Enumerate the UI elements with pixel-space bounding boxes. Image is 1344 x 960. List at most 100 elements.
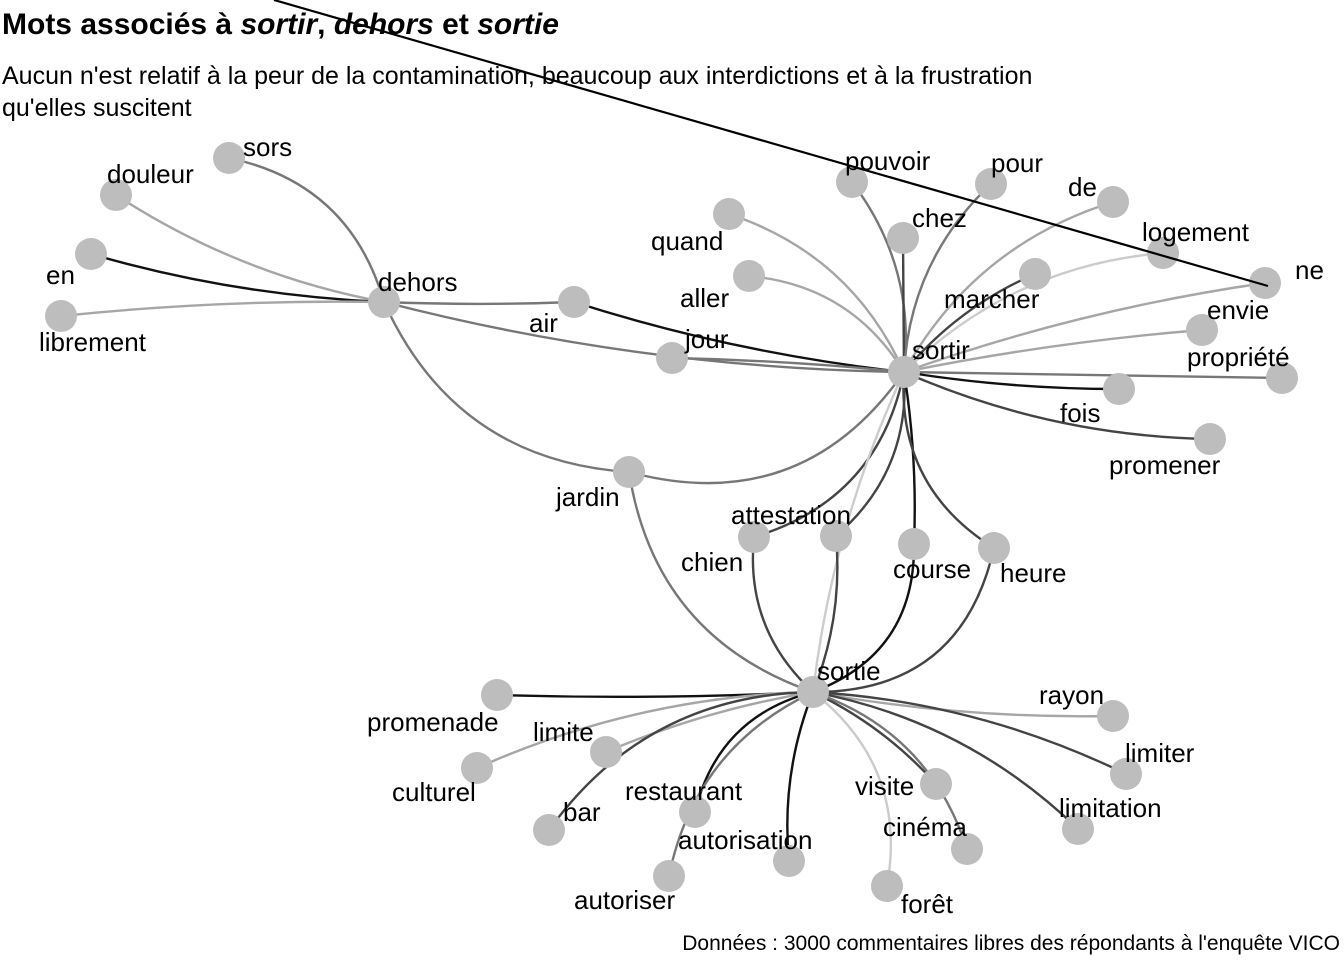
edge-sortie-attestation bbox=[811, 535, 839, 693]
node-autorisation bbox=[773, 845, 805, 877]
edge-sortir-aller bbox=[748, 274, 906, 373]
edge-sortie-autoriser bbox=[667, 690, 814, 877]
node-librement bbox=[45, 300, 77, 332]
node-limiter bbox=[1110, 758, 1142, 790]
node-label-autoriser: autoriser bbox=[574, 885, 675, 915]
edge-sortir-promener bbox=[903, 370, 1211, 441]
node-rayon bbox=[1097, 700, 1129, 732]
node-label-librement: librement bbox=[39, 327, 147, 357]
edge-sortir-ne bbox=[903, 281, 1266, 374]
node-propriete bbox=[1266, 362, 1298, 394]
node-attestation bbox=[820, 520, 852, 552]
edge-dehors-air bbox=[383, 300, 575, 306]
label-layer: dehorssortirsortiesorsdouleurenlibrement… bbox=[39, 0, 1324, 919]
node-layer bbox=[45, 142, 1298, 902]
node-label-sortir: sortir bbox=[912, 335, 970, 365]
edge-sortie-chien bbox=[751, 536, 814, 693]
edge-sortie-rayon bbox=[812, 690, 1114, 718]
node-label-propriete: propriété bbox=[1187, 342, 1290, 372]
node-cinema bbox=[951, 833, 983, 865]
edge-sortir-course bbox=[902, 371, 916, 545]
node-label-attestation: attestation bbox=[731, 500, 851, 530]
node-logement bbox=[1147, 237, 1179, 269]
edge-sortie-heure bbox=[812, 547, 996, 694]
edge-sortir-marcher bbox=[903, 272, 1036, 373]
edge-dehors-librement bbox=[60, 300, 385, 318]
node-autoriser bbox=[653, 860, 685, 892]
title-word-sortir: sortir bbox=[240, 8, 318, 41]
node-douleur bbox=[100, 179, 132, 211]
node-jardin bbox=[613, 456, 645, 488]
label-leader-ne bbox=[273, 0, 1269, 288]
node-de bbox=[1097, 186, 1129, 218]
node-chez bbox=[887, 222, 919, 254]
node-fois bbox=[1103, 373, 1135, 405]
node-label-bar: bar bbox=[563, 797, 601, 827]
node-heure bbox=[978, 532, 1010, 564]
edge-sortir-chez bbox=[901, 237, 906, 373]
node-promenade bbox=[481, 679, 513, 711]
edge-sortie-foret bbox=[812, 691, 893, 887]
node-label-limite: limite bbox=[533, 717, 594, 747]
edge-sortir-propriete bbox=[903, 370, 1283, 380]
title-word-dehors: dehors bbox=[333, 8, 434, 41]
node-sors bbox=[213, 142, 245, 174]
node-label-promener: promener bbox=[1109, 450, 1221, 480]
chart-subtitle: Aucun n'est relatif à la peur de la cont… bbox=[2, 62, 1033, 122]
node-label-logement: logement bbox=[1142, 217, 1250, 247]
node-label-culturel: culturel bbox=[392, 777, 476, 807]
node-label-promenade: promenade bbox=[367, 707, 499, 737]
edge-sortie-culturel bbox=[476, 690, 814, 770]
node-label-marcher: marcher bbox=[944, 284, 1040, 314]
node-ne bbox=[1249, 267, 1281, 299]
node-label-chez: chez bbox=[912, 203, 967, 233]
node-label-en: en bbox=[46, 260, 75, 290]
node-label-visite: visite bbox=[855, 771, 914, 801]
edge-sortir-pouvoir bbox=[851, 181, 908, 373]
edge-dehors-douleur bbox=[115, 193, 385, 304]
node-air bbox=[558, 286, 590, 318]
edge-sortir-air bbox=[573, 300, 905, 374]
node-label-pouvoir: pouvoir bbox=[845, 146, 931, 176]
edge-sortie-course bbox=[812, 543, 916, 694]
edge-dehors-en bbox=[90, 252, 385, 304]
title-separator: , bbox=[317, 8, 334, 41]
node-culturel bbox=[461, 752, 493, 784]
edge-dehors-sortir bbox=[383, 300, 905, 374]
node-pouvoir bbox=[836, 166, 868, 198]
node-label-sors: sors bbox=[243, 132, 292, 162]
edge-sortir-logement bbox=[903, 251, 1164, 373]
node-limitation bbox=[1062, 813, 1094, 845]
node-label-jardin: jardin bbox=[555, 482, 620, 512]
node-promener bbox=[1194, 423, 1226, 455]
node-label-limiter: limiter bbox=[1125, 738, 1195, 768]
node-label-sortie: sortie bbox=[817, 656, 881, 686]
node-visite bbox=[920, 768, 952, 800]
edge-sortie-jardin bbox=[627, 471, 814, 694]
node-marcher bbox=[1019, 258, 1051, 290]
edge-sortir-de bbox=[902, 200, 1114, 373]
node-restaurant bbox=[679, 796, 711, 828]
edge-sortie-autorisation bbox=[786, 691, 815, 862]
edge-sortie-limiter bbox=[812, 690, 1127, 776]
node-label-air: air bbox=[529, 308, 558, 338]
edge-sortir-jour bbox=[671, 356, 905, 374]
node-course bbox=[898, 528, 930, 560]
chart-caption: Données : 3000 commentaires libres des r… bbox=[682, 932, 1340, 955]
edge-sortir-quand bbox=[728, 212, 906, 373]
node-label-foret: forêt bbox=[901, 889, 954, 919]
node-label-rayon: rayon bbox=[1039, 680, 1104, 710]
edge-sortir-fois bbox=[903, 370, 1120, 391]
edge-sortie-limite bbox=[605, 690, 814, 754]
node-label-fois: fois bbox=[1060, 398, 1100, 428]
edge-dehors-jardin bbox=[382, 301, 630, 474]
node-sortir bbox=[888, 356, 920, 388]
edge-sortie-cinema bbox=[812, 690, 969, 850]
edge-sortir-chien bbox=[753, 371, 906, 539]
node-quand bbox=[713, 198, 745, 230]
node-label-pour: pour bbox=[991, 148, 1043, 178]
edge-sortir-pour bbox=[902, 183, 992, 373]
node-label-envie: envie bbox=[1207, 295, 1269, 325]
node-limite bbox=[590, 736, 622, 768]
